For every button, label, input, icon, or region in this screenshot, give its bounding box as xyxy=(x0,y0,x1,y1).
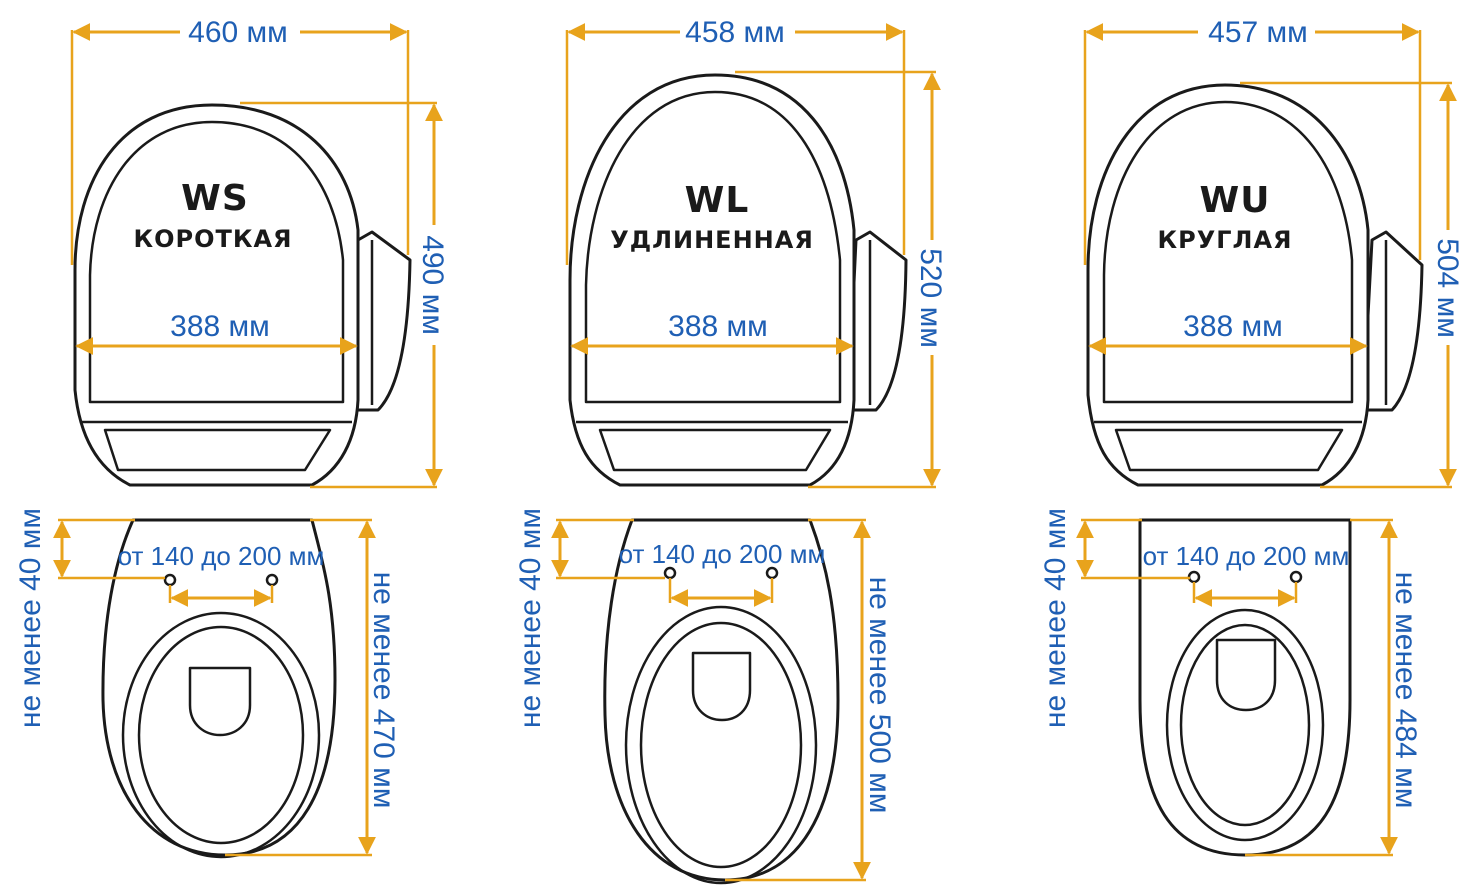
hole-span-label: от 140 до 200 мм xyxy=(619,539,826,569)
model-code: WS xyxy=(181,178,249,219)
bowl-wu-drawing xyxy=(1138,518,1352,857)
hole-span-label: от 140 до 200 мм xyxy=(118,541,325,571)
seat-width-label: 457 мм xyxy=(1208,16,1308,49)
model-wl: 458 мм 520 мм 388 мм WL УДЛИНЕННАЯ не ме… xyxy=(514,16,947,885)
model-wu: 457 мм 504 мм 388 мм WU КРУГЛАЯ не менее… xyxy=(1039,16,1464,857)
model-code: WL xyxy=(685,180,750,221)
model-name: УДЛИНЕННАЯ xyxy=(610,226,814,254)
inner-width-label: 388 мм xyxy=(1183,310,1283,343)
front-gap-label: не менее 40 мм xyxy=(514,508,547,728)
hole-span-label: от 140 до 200 мм xyxy=(1143,541,1350,571)
front-gap-label: не менее 40 мм xyxy=(14,508,47,728)
seat-length-label: 490 мм xyxy=(416,235,449,335)
bowl-length-label: не менее 470 мм xyxy=(367,572,400,809)
seat-wu-drawing xyxy=(1086,83,1424,487)
front-gap-label: не менее 40 мм xyxy=(1039,508,1072,728)
model-name: КРУГЛАЯ xyxy=(1158,226,1293,254)
model-ws: 460 мм 490 мм 388 мм WS КОРОТКАЯ не мене… xyxy=(14,16,449,859)
seat-length-label: 520 мм xyxy=(914,248,947,348)
model-name: КОРОТКАЯ xyxy=(133,225,292,253)
inner-width-label: 388 мм xyxy=(170,310,270,343)
bowl-wl-drawing xyxy=(603,518,840,885)
seat-wl-drawing xyxy=(568,73,908,487)
seat-width-label: 460 мм xyxy=(188,16,288,49)
seat-width-label: 458 мм xyxy=(685,16,785,49)
bowl-length-label: не менее 484 мм xyxy=(1389,572,1422,809)
seat-length-label: 504 мм xyxy=(1431,238,1464,338)
inner-width-label: 388 мм xyxy=(668,310,768,343)
bowl-length-label: не менее 500 мм xyxy=(863,577,896,814)
model-code: WU xyxy=(1200,180,1271,221)
seat-ws-drawing xyxy=(73,103,412,487)
